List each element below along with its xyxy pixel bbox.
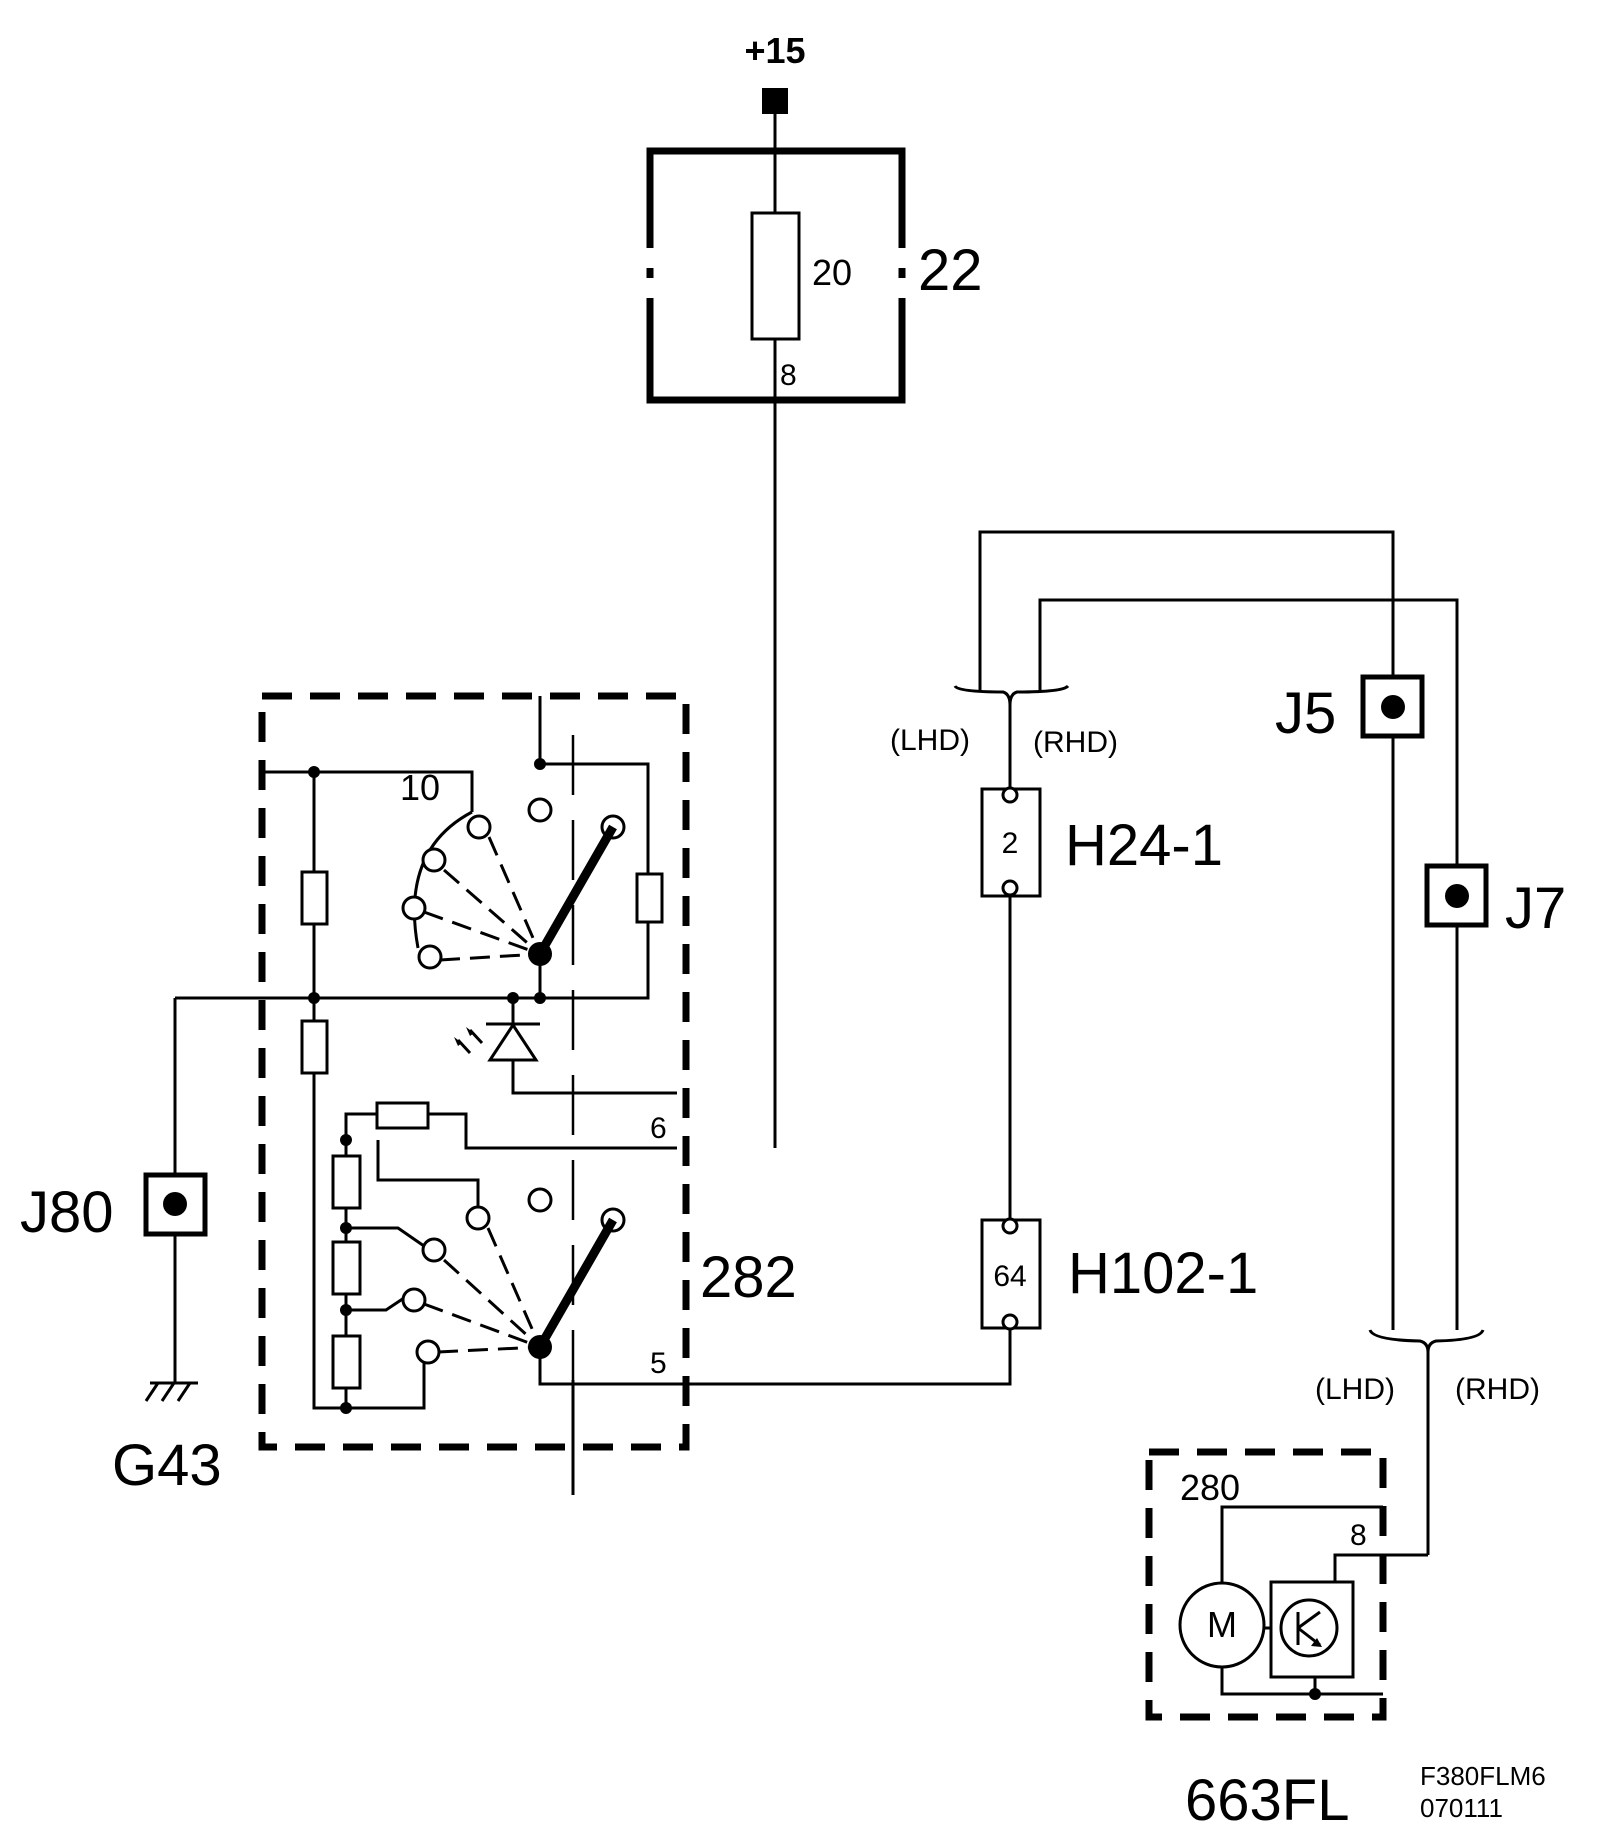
motor-symbol-label: M bbox=[1207, 1604, 1237, 1645]
fuse-box-22: 20 8 22 bbox=[646, 114, 983, 1148]
resistor-mid-left bbox=[300, 1019, 329, 1075]
motor-unit-663fl: 280 8 M 663FL bbox=[1145, 1448, 1428, 1833]
variant-lhd-upper: (LHD) bbox=[890, 724, 970, 757]
motor-unit-id: 663FL bbox=[1185, 1768, 1349, 1833]
resistor-ladder-1 bbox=[331, 1154, 362, 1210]
drawing-ref-line1: F380FLM6 bbox=[1420, 1761, 1546, 1791]
drawing-reference: F380FLM6 070111 bbox=[1420, 1761, 1546, 1823]
connector-h102-1-id: H102-1 bbox=[1068, 1241, 1258, 1306]
ground-splice-j80: J80 bbox=[20, 998, 208, 1383]
splice-j5: J5 bbox=[1275, 674, 1425, 1330]
fuse-box-id: 22 bbox=[918, 238, 983, 303]
supply-terminal: +15 bbox=[744, 30, 806, 114]
resistor-upper-left bbox=[300, 870, 329, 926]
drawing-ref-line2: 070111 bbox=[1420, 1793, 1503, 1823]
motor-pin-a: 280 bbox=[1180, 1467, 1240, 1508]
connector-h24-1-pin: 2 bbox=[1002, 827, 1019, 860]
fuse-element bbox=[750, 211, 801, 341]
splice-j7-id: J7 bbox=[1505, 876, 1566, 941]
fuse-rating: 20 bbox=[812, 252, 852, 293]
ground-id: G43 bbox=[112, 1433, 222, 1498]
connector-h24-1-id: H24-1 bbox=[1065, 813, 1223, 878]
resistor-ladder-2 bbox=[331, 1240, 362, 1296]
switch-pin-top: 6 bbox=[650, 1112, 667, 1145]
motor-pin-b: 8 bbox=[1350, 1519, 1367, 1552]
variant-rhd-lower: (RHD) bbox=[1455, 1373, 1540, 1406]
ground-g43: G43 bbox=[112, 1381, 222, 1498]
variant-brace-lower: (LHD) (RHD) bbox=[1315, 1329, 1540, 1555]
resistor-lower-top bbox=[375, 1101, 430, 1130]
splice-j7: J7 bbox=[1424, 863, 1566, 1330]
variant-rhd-upper: (RHD) bbox=[1033, 726, 1118, 759]
switch-unit-282: 282 10 bbox=[175, 692, 797, 1495]
resistor-upper-right bbox=[635, 872, 664, 924]
connector-h102-1: 64 H102-1 bbox=[980, 1217, 1258, 1331]
variant-brace-upper: (LHD) (RHD) bbox=[890, 530, 1459, 866]
fuse-pin: 8 bbox=[780, 359, 797, 392]
switch-unit-id: 282 bbox=[700, 1245, 797, 1310]
variant-lhd-lower: (LHD) bbox=[1315, 1373, 1395, 1406]
switch-position-label: 10 bbox=[400, 767, 440, 808]
splice-j5-id: J5 bbox=[1275, 681, 1336, 746]
connector-h24-1: 2 H24-1 bbox=[980, 705, 1223, 898]
ground-splice-id: J80 bbox=[20, 1180, 114, 1245]
resistor-ladder-3 bbox=[331, 1334, 362, 1390]
switch-pin-bottom: 5 bbox=[650, 1347, 667, 1380]
connector-h102-1-pin: 64 bbox=[993, 1260, 1026, 1293]
supply-label: +15 bbox=[744, 30, 805, 71]
